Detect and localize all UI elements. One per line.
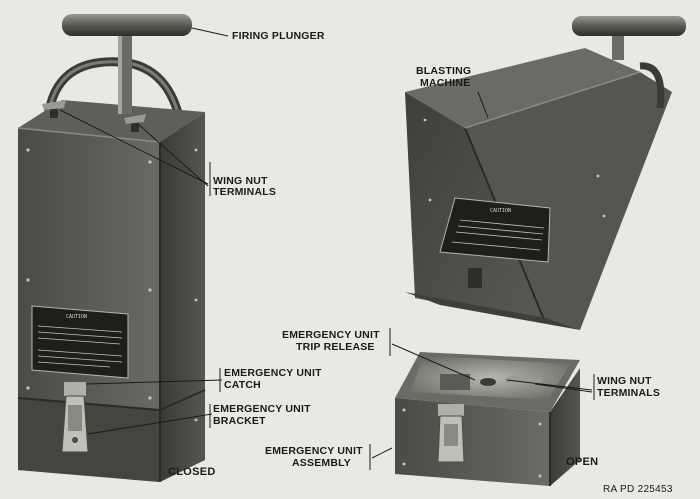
open-lid-front bbox=[405, 48, 640, 128]
label-emergency-catch-2: CATCH bbox=[224, 379, 261, 391]
firing-plunger-handle bbox=[62, 14, 192, 36]
caution-plate-closed: CAUTION bbox=[31, 305, 129, 379]
emergency-unit-latch-closed bbox=[61, 382, 89, 453]
label-assembly-1: EMERGENCY UNIT bbox=[265, 445, 363, 457]
open-base-front bbox=[395, 398, 550, 486]
caption-open: OPEN bbox=[566, 456, 599, 468]
open-base-side bbox=[550, 368, 580, 486]
label-assembly-2: ASSEMBLY bbox=[292, 457, 351, 469]
wing-nut-terminal-left-a bbox=[42, 100, 66, 118]
caution-plate-open: CAUTION bbox=[439, 197, 551, 263]
closed-box-top bbox=[18, 100, 205, 142]
label-trip-release-2: TRIP RELEASE bbox=[296, 341, 375, 353]
caution-plate-title: CAUTION bbox=[66, 314, 87, 320]
open-machine: CAUTION bbox=[395, 16, 686, 486]
closed-box-side bbox=[160, 112, 205, 482]
label-wing-nut-left-2: TERMINALS bbox=[213, 186, 277, 198]
caution-plate-open-title: CAUTION bbox=[490, 208, 511, 214]
open-lid-side bbox=[465, 72, 672, 330]
closed-box-front bbox=[18, 128, 160, 482]
open-plunger-handle bbox=[572, 16, 686, 36]
caption-closed: CLOSED bbox=[168, 466, 216, 478]
label-trip-release-1: EMERGENCY UNIT bbox=[282, 329, 380, 341]
label-blasting-1: BLASTING bbox=[416, 65, 472, 77]
label-emergency-catch-1: EMERGENCY UNIT bbox=[224, 367, 322, 379]
figure-reference: RA PD 225453 bbox=[603, 484, 673, 495]
label-emergency-bracket-2: BRACKET bbox=[213, 415, 266, 427]
wing-nut-terminal-left-b bbox=[124, 114, 146, 132]
label-blasting-2: MACHINE bbox=[420, 77, 471, 89]
emergency-unit-latch-open bbox=[437, 404, 465, 463]
leader-lines bbox=[59, 27, 595, 470]
label-wing-nut-right-1: WING NUT bbox=[597, 375, 652, 387]
closed-machine: CAUTION bbox=[17, 14, 206, 482]
label-wing-nut-left-1: WING NUT bbox=[213, 175, 268, 187]
label-wing-nut-right-2: TERMINALS bbox=[597, 387, 661, 399]
label-firing-plunger: FIRING PLUNGER bbox=[232, 30, 325, 42]
label-emergency-bracket-1: EMERGENCY UNIT bbox=[213, 403, 311, 415]
